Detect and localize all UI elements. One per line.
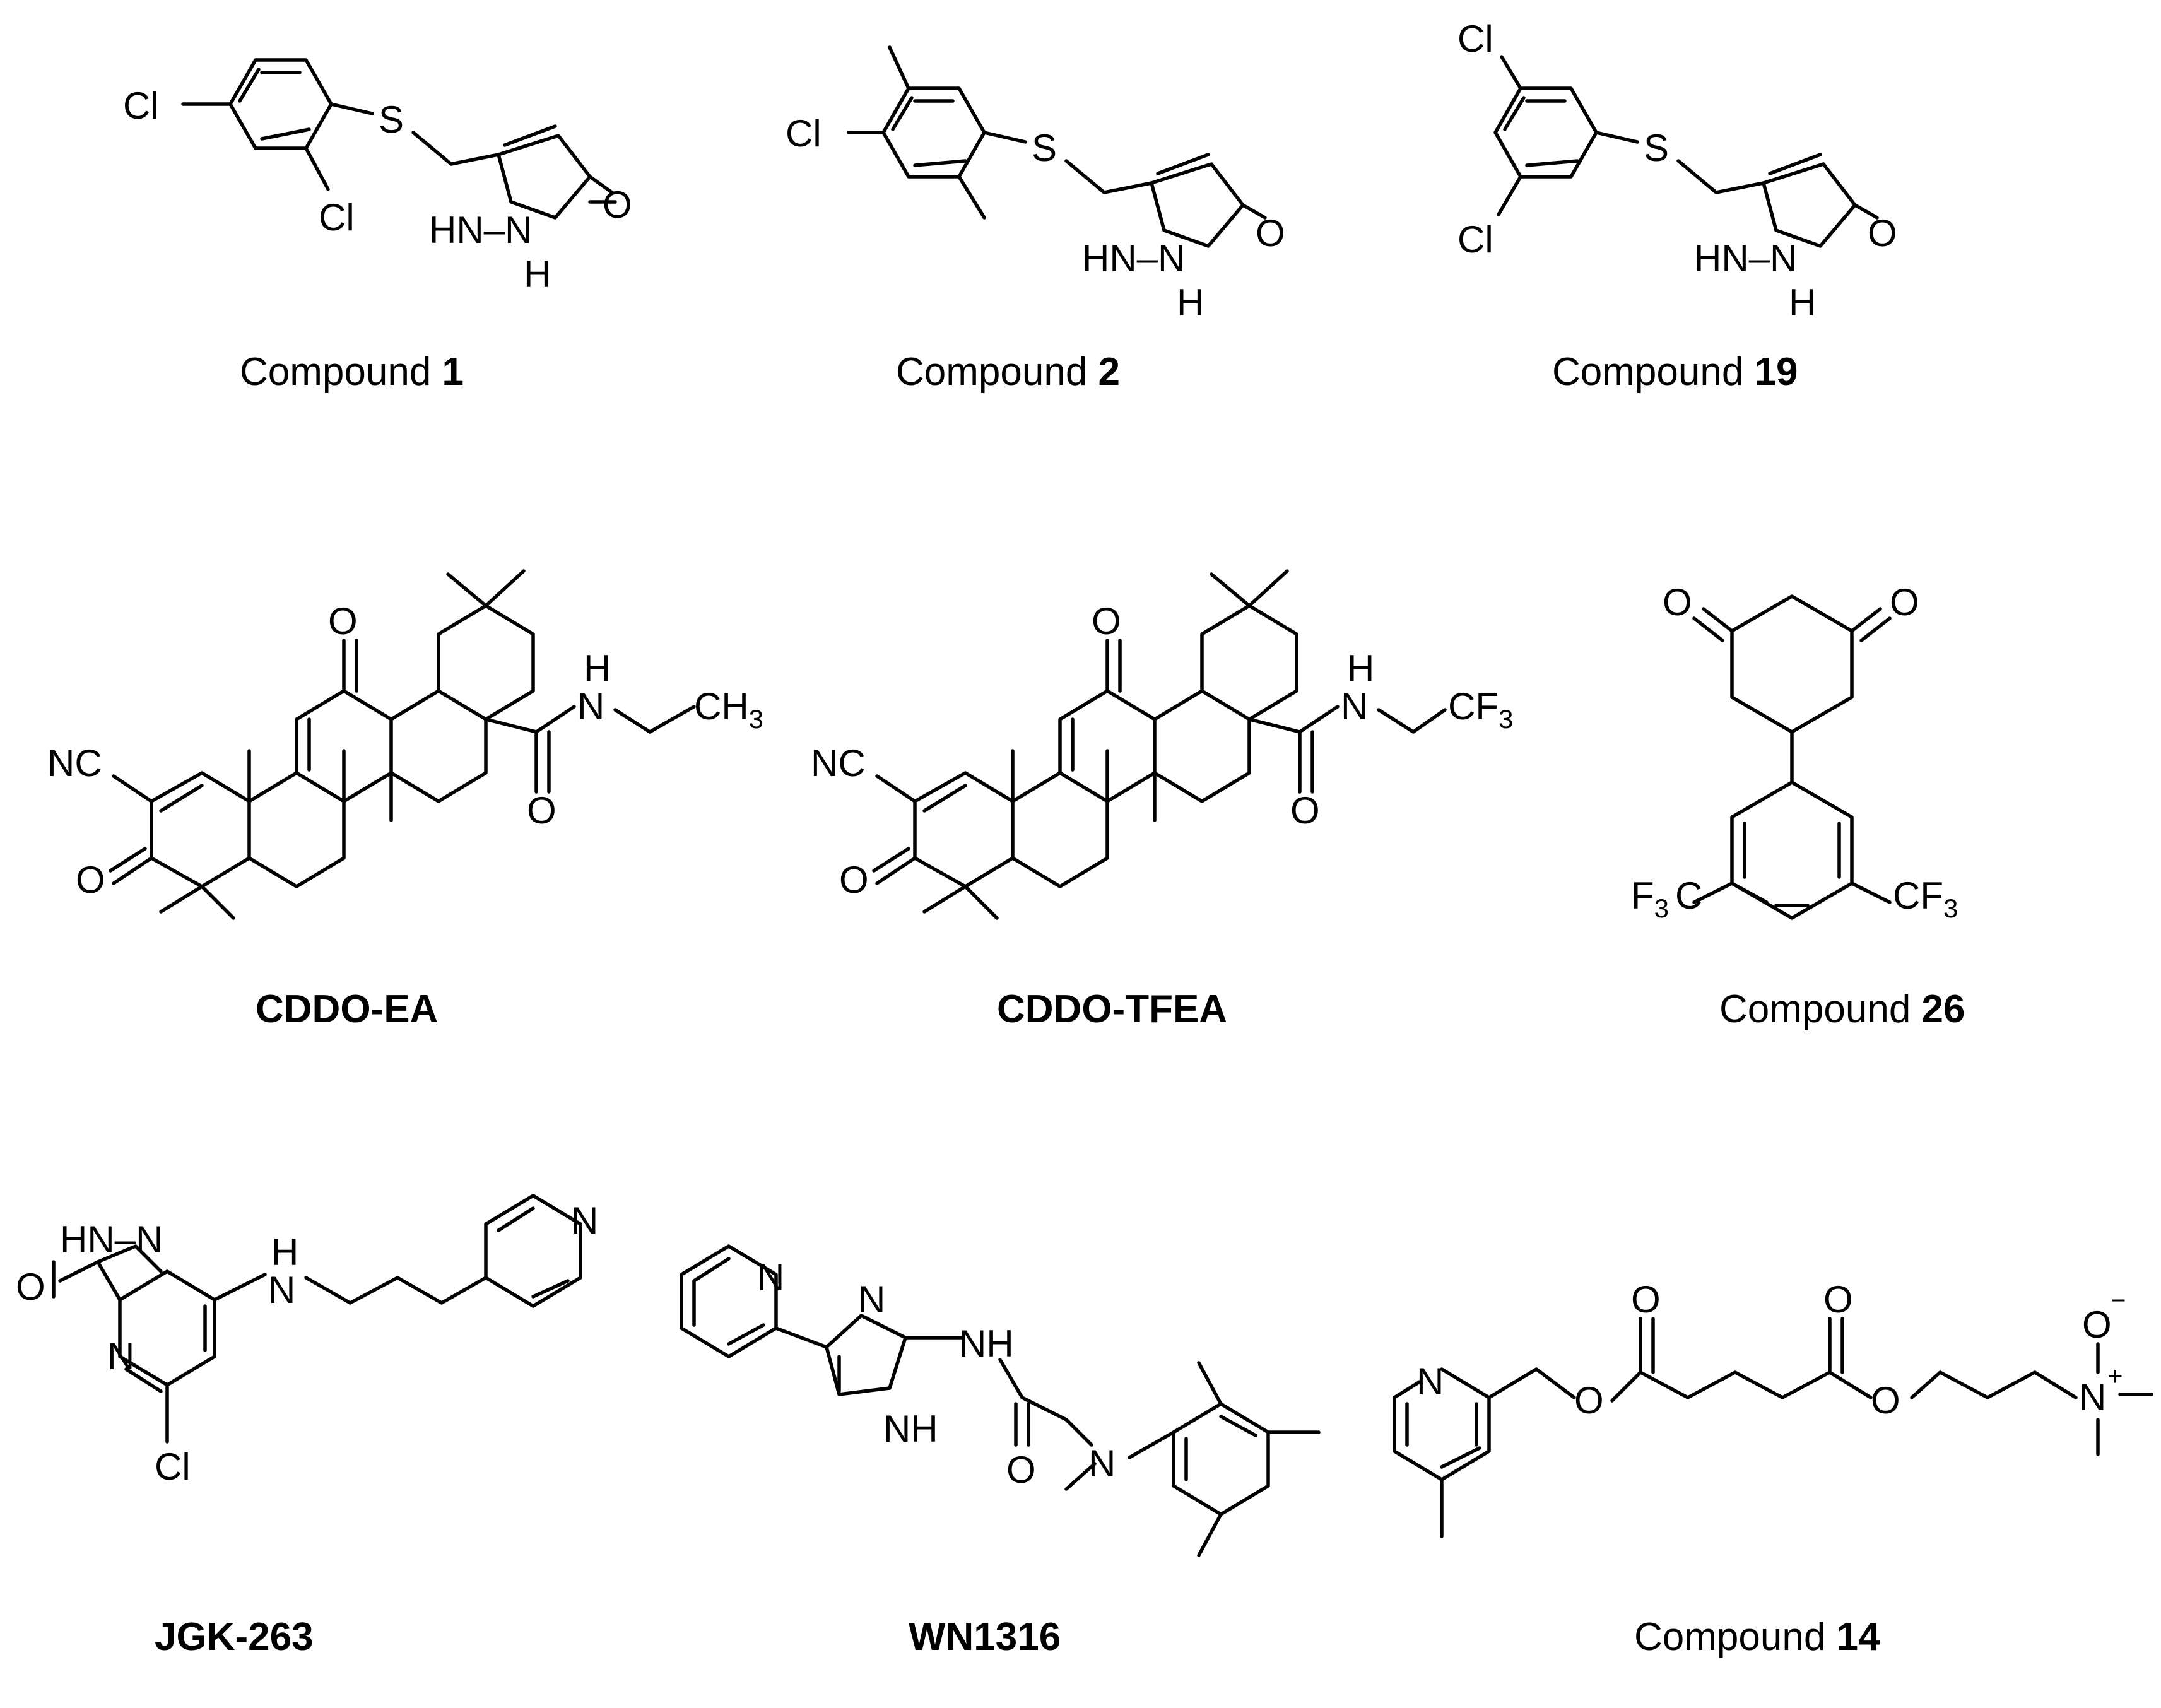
caption-wn1316: WN1316 — [909, 1615, 1061, 1659]
atom-n: N — [268, 1269, 295, 1311]
atom-nc: NC — [811, 742, 866, 784]
atom-cl: Cl — [1457, 18, 1493, 60]
caption-compound-14: Compound 14 — [1634, 1615, 1880, 1659]
atom-h: H — [1177, 281, 1204, 324]
atom-hn: HN–N — [1082, 237, 1185, 280]
atom-nc: NC — [47, 742, 102, 784]
atom-s: S — [379, 98, 404, 141]
structure-compound-19: Cl Cl S HN–N H O Compound 19 — [1457, 18, 1897, 394]
structure-compound-26: O O F3CH C CF3 Compound 26 — [1631, 581, 1965, 1031]
atom-cl: Cl — [786, 112, 821, 155]
atom-o: O — [1890, 581, 1919, 623]
atom-cf3: CF3 — [1448, 685, 1513, 734]
atom-nh: NH — [883, 1408, 938, 1450]
atom-o: O — [1631, 1278, 1661, 1321]
atom-hn: HN–N — [60, 1218, 163, 1261]
atom-o: O — [16, 1266, 45, 1308]
atom-s: S — [1032, 127, 1057, 169]
charge-minus: − — [2111, 1285, 2126, 1315]
atom-o: O — [603, 184, 632, 226]
atom-ch3: CH3 — [694, 685, 763, 734]
structure-compound-1: Cl Cl S HN–N H O Compound 1 — [123, 58, 632, 394]
structure-jgk-263: HN–N O N Cl N H N JGK-263 — [16, 1194, 598, 1659]
atom-n: N — [1416, 1360, 1444, 1403]
atom-o: O — [1290, 789, 1320, 832]
atom-o: O — [1006, 1449, 1036, 1491]
atom-cl: Cl — [1457, 218, 1493, 261]
caption-compound-2: Compound 2 — [896, 350, 1120, 394]
atom-c: C — [1675, 875, 1702, 917]
atom-o: O — [1663, 581, 1692, 623]
atom-o: O — [1256, 212, 1285, 254]
atom-n: N — [1088, 1442, 1116, 1485]
atom-n: N — [858, 1278, 885, 1321]
atom-s: S — [1644, 127, 1669, 169]
structure-wn1316: N N NH NH O N WN1316 — [680, 1244, 1321, 1659]
atom-h: H — [584, 647, 611, 690]
atom-n: N — [757, 1256, 784, 1299]
caption-cddo-ea: CDDO-EA — [256, 987, 438, 1031]
atom-o: O — [328, 600, 358, 642]
caption-compound-1: Compound 1 — [240, 350, 464, 394]
atom-o: O — [1871, 1379, 1900, 1422]
structure-compound-2: Cl S HN–N H O Compound 2 — [786, 45, 1285, 394]
atom-o: O — [839, 859, 869, 901]
atom-cl: Cl — [123, 85, 159, 127]
atom-cf3: CF3 — [1893, 875, 1958, 923]
atom-nh: NH — [959, 1322, 1014, 1365]
atom-o: O — [1823, 1278, 1853, 1321]
atom-o: O — [527, 789, 556, 832]
atom-o: O — [1868, 212, 1897, 254]
charge-plus: + — [2107, 1361, 2123, 1391]
atom-n-plus: N — [2079, 1376, 2106, 1418]
atom-h: H — [1789, 281, 1816, 324]
atom-cl: Cl — [319, 196, 355, 239]
caption-cddo-tfea: CDDO-TFEA — [997, 987, 1227, 1031]
structure-compound-14: N O O O O O − N + Compound 14 — [1393, 1278, 2153, 1659]
atom-o: O — [1574, 1379, 1604, 1422]
atom-hn: HN–N — [429, 209, 532, 251]
atom-o: O — [76, 859, 105, 901]
atom-o: O — [1092, 600, 1121, 642]
atom-h: H — [524, 253, 551, 295]
structure-cddo-tfea: NC O O O N H CF3 — [811, 569, 1513, 920]
atom-n: N — [577, 685, 604, 727]
caption-compound-19: Compound 19 — [1552, 350, 1798, 394]
atom-h: H — [1347, 647, 1374, 690]
atom-o-oxide: O — [2082, 1304, 2112, 1346]
atom-h: H — [271, 1231, 298, 1273]
caption-compound-26: Compound 26 — [1719, 987, 1965, 1031]
atom-cl: Cl — [155, 1446, 191, 1488]
atom-n: N — [1341, 685, 1368, 727]
atom-hn: HN–N — [1694, 237, 1797, 280]
atom-n: N — [107, 1335, 134, 1377]
atom-f3c: F3CH — [1631, 875, 1669, 923]
structure-cddo-ea: NC O O O N H CH3 CDDO-EA — [47, 569, 763, 1031]
caption-jgk-263: JGK-263 — [155, 1615, 314, 1659]
atom-n: N — [571, 1199, 598, 1242]
